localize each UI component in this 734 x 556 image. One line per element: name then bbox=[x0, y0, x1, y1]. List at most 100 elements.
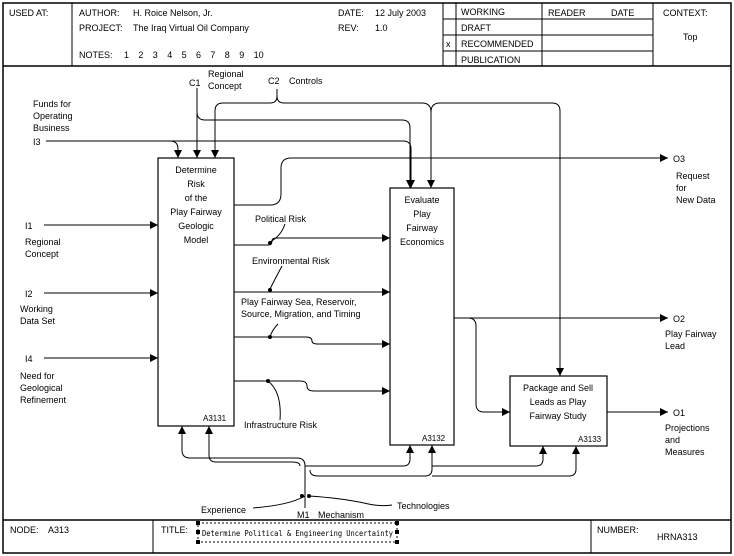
arrow-mechanism-to-a3133-left[interactable] bbox=[432, 446, 547, 467]
activity-box-a3131[interactable] bbox=[157, 157, 235, 427]
number-label: NUMBER: bbox=[597, 525, 639, 535]
status-publication: PUBLICATION bbox=[461, 55, 520, 65]
author-label: AUTHOR: bbox=[79, 8, 120, 18]
leader-infrastructure-risk bbox=[267, 380, 281, 421]
output-o3-label-line: New Data bbox=[676, 195, 716, 205]
control-c2-label-line: Controls bbox=[289, 76, 323, 86]
arrow-flow-infrastructure-risk[interactable] bbox=[234, 380, 390, 395]
activity-label-line: of the bbox=[185, 193, 208, 203]
input-i4-label-line: Need for bbox=[20, 371, 55, 381]
arrow-control-c2-to-a3133[interactable] bbox=[430, 102, 564, 376]
notes-number: 4 bbox=[167, 50, 172, 60]
status-draft: DRAFT bbox=[461, 23, 491, 33]
arrow-input-i3-to-a3132[interactable] bbox=[170, 140, 415, 188]
input-i3-code: I3 bbox=[33, 137, 41, 147]
activity-label-line: Determine bbox=[175, 165, 217, 175]
notes-number: 8 bbox=[225, 50, 230, 60]
date-label: DATE: bbox=[338, 8, 364, 18]
input-i3-label-line: Funds for bbox=[33, 99, 71, 109]
activity-box-a3132[interactable] bbox=[389, 187, 455, 446]
control-c2-code: C2 bbox=[268, 76, 280, 86]
activity-label-line: Fairway bbox=[406, 223, 438, 233]
flow-label-play-fairway-line: Source, Migration, and Timing bbox=[241, 309, 361, 319]
arrow-mechanism-to-a3132-right[interactable] bbox=[309, 445, 436, 477]
arrow-flow-play-fairway[interactable] bbox=[234, 336, 390, 348]
output-o2-label-line: Play Fairway bbox=[665, 329, 717, 339]
context-value: Top bbox=[683, 32, 698, 42]
reader-label: READER bbox=[548, 8, 586, 18]
flow-label-infrastructure-risk: Infrastructure Risk bbox=[244, 420, 318, 430]
output-o2-code: O2 bbox=[673, 314, 685, 324]
project-value: The Iraq Virtual Oil Company bbox=[133, 23, 249, 33]
arrow-flow-to-a3133[interactable] bbox=[467, 317, 510, 416]
activity-label-line: Package and Sell bbox=[523, 383, 593, 393]
control-c2-label: Controls bbox=[289, 76, 323, 86]
context-label: CONTEXT: bbox=[663, 8, 708, 18]
input-i4-code: I4 bbox=[25, 354, 33, 364]
activity-label-line: Risk bbox=[187, 179, 205, 189]
notes-number: 9 bbox=[239, 50, 244, 60]
arrow-control-c1-to-a3132[interactable] bbox=[196, 111, 414, 188]
arrow-control-c2-to-a3131[interactable] bbox=[211, 89, 278, 158]
flow-label-political-risk: Political Risk bbox=[255, 214, 307, 224]
input-i3-label-line: Operating bbox=[33, 111, 73, 121]
activity-box-a3133[interactable] bbox=[509, 375, 608, 447]
leader-political-risk bbox=[269, 223, 286, 243]
notes-number: 6 bbox=[196, 50, 201, 60]
leader-environmental-risk bbox=[269, 265, 283, 290]
output-o3-code: O3 bbox=[673, 154, 685, 164]
notes-number: 10 bbox=[254, 50, 264, 60]
activity-id-a3132: A3132 bbox=[422, 434, 446, 443]
flow-label-play-fairway-line: Play Fairway Sea, Reservoir, bbox=[241, 297, 357, 307]
rev-label: REV: bbox=[338, 23, 359, 33]
title-label: TITLE: bbox=[161, 525, 188, 535]
activity-label-line: Model bbox=[184, 235, 209, 245]
activity-label-line: Play bbox=[413, 209, 431, 219]
activity-label-line: Leads as Play bbox=[530, 397, 587, 407]
output-o1-label-line: and bbox=[665, 435, 680, 445]
arrow-flow-political-risk[interactable] bbox=[234, 234, 390, 246]
arrow-output-o3[interactable] bbox=[234, 154, 668, 206]
status-recommended: RECOMMENDED bbox=[461, 39, 534, 49]
mechanism-technologies-label: Technologies bbox=[397, 501, 450, 511]
mechanism-m1-label: Mechanism bbox=[318, 510, 364, 520]
notes-number: 5 bbox=[182, 50, 187, 60]
notes-label: NOTES: bbox=[79, 50, 113, 60]
arrow-mechanism-to-a3131-left[interactable] bbox=[178, 426, 306, 467]
notes-number: 2 bbox=[138, 50, 143, 60]
arrow-mechanism-to-a3133-right[interactable] bbox=[432, 446, 580, 477]
flow-label-environmental-risk: Environmental Risk bbox=[252, 256, 330, 266]
input-i4-label-line: Refinement bbox=[20, 395, 67, 405]
arrow-mechanism-to-a3132-left[interactable] bbox=[305, 445, 414, 467]
notes-number: 3 bbox=[153, 50, 158, 60]
input-i1-code: I1 bbox=[25, 221, 33, 231]
node-value: A313 bbox=[48, 525, 69, 535]
title-value[interactable]: Determine Political & Engineering Uncert… bbox=[202, 529, 393, 538]
control-c1-label-line: Regional bbox=[208, 69, 244, 79]
control-c1-label-line: Concept bbox=[208, 81, 242, 91]
rev-value: 1.0 bbox=[375, 23, 388, 33]
output-o3-label-line: Request bbox=[676, 171, 710, 181]
mechanism-m1-code: M1 bbox=[297, 510, 310, 520]
input-i2-label-line: Working bbox=[20, 304, 53, 314]
arrow-control-c2-branch[interactable] bbox=[276, 95, 432, 188]
arrow-mechanism-to-a3131-right[interactable] bbox=[205, 426, 301, 467]
arrow-input-i3-to-a3131[interactable] bbox=[46, 140, 182, 158]
input-i2-label-line: Data Set bbox=[20, 316, 56, 326]
notes-number: 1 bbox=[124, 50, 129, 60]
activity-label-line: Economics bbox=[400, 237, 445, 247]
flow-label-play-fairway: Play Fairway Sea, Reservoir, Source, Migr… bbox=[241, 297, 361, 319]
input-i1-label-line: Regional bbox=[25, 237, 61, 247]
notes-number: 7 bbox=[210, 50, 215, 60]
input-i3-label-line: Business bbox=[33, 123, 70, 133]
